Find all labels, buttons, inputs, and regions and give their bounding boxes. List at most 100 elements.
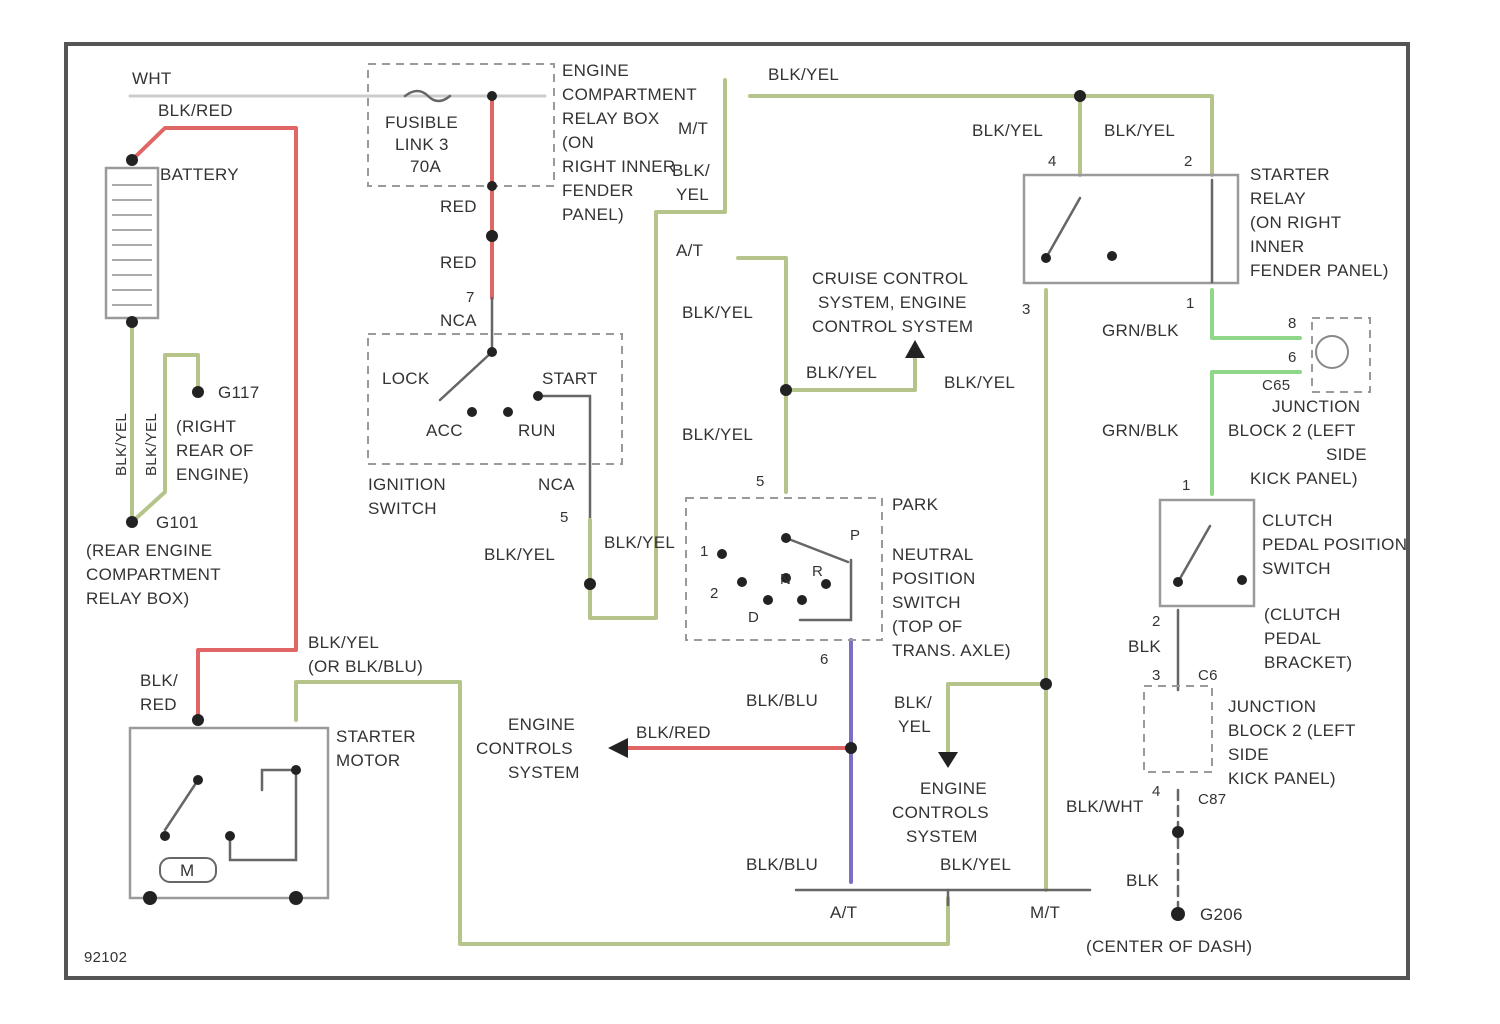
clutch-bracket-line2: PEDAL (1264, 629, 1321, 648)
red-label-2: RED (440, 253, 477, 272)
ecs-left-line3: SYSTEM (508, 763, 580, 782)
grn-blk-label-2: GRN/BLK (1102, 421, 1179, 440)
diagram-frame (66, 44, 1408, 978)
blk-yel-cruise-right-label: BLK/YEL (944, 373, 1015, 392)
fusible-link-line2: LINK 3 (395, 135, 449, 154)
relay-box-line5: RIGHT INNER (562, 157, 676, 176)
junction-lower-line2: BLOCK 2 (LEFT (1228, 721, 1356, 740)
junction-block-upper-outline (1312, 318, 1370, 392)
wht-label: WHT (132, 69, 172, 88)
ecs-right-line3: SYSTEM (906, 827, 978, 846)
starter-coil (230, 770, 296, 860)
pin-4: 4 (1048, 153, 1057, 170)
at-top-label: A/T (676, 241, 703, 260)
wire-blk-yel-g117 (132, 355, 198, 522)
nca-label-2: NCA (538, 475, 575, 494)
wire-grn-blk-1 (1212, 290, 1300, 338)
c65-label: C65 (1262, 377, 1290, 394)
starter-relay-box (1024, 175, 1238, 283)
starter-relay-line4: INNER (1250, 237, 1304, 256)
neutral-switch-line4: (TOP OF (892, 617, 962, 636)
start-label: START (542, 369, 598, 388)
blk-red-ecs-label: BLK/RED (636, 723, 711, 742)
wire-blk-yel-at (738, 258, 786, 492)
clutch-switch-box (1160, 500, 1254, 606)
red-label-1: RED (440, 197, 477, 216)
clutch-bracket-line3: BRACKET) (1264, 653, 1352, 672)
pin-5b: 5 (756, 473, 765, 490)
relay-box-line2: COMPARTMENT (562, 85, 697, 104)
relay-box-line1: ENGINE (562, 61, 629, 80)
pin-6b: 6 (1288, 349, 1297, 366)
neutral-switch-blade (786, 538, 848, 562)
starter-relay-line2: RELAY (1250, 189, 1306, 208)
pin-7: 7 (466, 289, 475, 306)
pin-1: 1 (1186, 295, 1195, 312)
gear-1: 1 (700, 543, 709, 560)
blk-yel-top-label: BLK/YEL (768, 65, 839, 84)
blk-blu-label-2: BLK/BLU (746, 855, 818, 874)
relay-box-line4: (ON (562, 133, 594, 152)
junction-upper-line3: SIDE (1326, 445, 1367, 464)
ignition-switch-line2: SWITCH (368, 499, 437, 518)
blk-label-1: BLK (1128, 637, 1161, 656)
relay-box-line7: PANEL) (562, 205, 624, 224)
gear-n: N (780, 571, 791, 588)
pin-2b: 2 (1152, 613, 1161, 630)
blk-yel-starter-line2: (OR BLK/BLU) (308, 657, 423, 676)
blk-yel-side-2: YEL (676, 185, 709, 204)
ecs-left-line2: CONTROLS (476, 739, 573, 758)
junction-lower-line3: SIDE (1228, 745, 1269, 764)
gear-d: D (748, 609, 759, 626)
fusible-link-line1: FUSIBLE (385, 113, 458, 132)
clutch-switch-line1: CLUTCH (1262, 511, 1333, 530)
blk-yel-ign2-line1: BLK/YEL (604, 533, 675, 552)
ecs-right-line2: CONTROLS (892, 803, 989, 822)
mt-top-label: M/T (678, 119, 708, 138)
pin-5: 5 (560, 509, 569, 526)
neutral-switch-line3: SWITCH (892, 593, 961, 612)
blk-red-top-label: BLK/RED (158, 101, 233, 120)
g101-location-1: (REAR ENGINE (86, 541, 212, 560)
blk-yel-bottom-label: BLK/YEL (940, 855, 1011, 874)
g101-location-3: RELAY BOX) (86, 589, 189, 608)
blk-yel-ign-label: BLK/YEL (484, 545, 555, 564)
c87-label: C87 (1198, 791, 1226, 808)
neutral-switch-line1: NEUTRAL (892, 545, 973, 564)
clutch-bracket-line1: (CLUTCH (1264, 605, 1341, 624)
starter-relay-line3: (ON RIGHT (1250, 213, 1341, 232)
g206-label: G206 (1200, 905, 1243, 924)
blk-yel-g117-a: BLK/YEL (113, 413, 130, 476)
clutch-switch-line3: SWITCH (1262, 559, 1331, 578)
junction-lower-line4: KICK PANEL) (1228, 769, 1336, 788)
neutral-switch-outline (686, 498, 882, 640)
junction-upper-line4: KICK PANEL) (1250, 469, 1358, 488)
g206-location: (CENTER OF DASH) (1086, 937, 1252, 956)
relay-box-line6: FENDER (562, 181, 634, 200)
figure-id: 92102 (84, 949, 127, 966)
fusible-link-line3: 70A (410, 157, 442, 176)
ignition-switch-line1: IGNITION (368, 475, 446, 494)
ecs-left-arrow (608, 738, 628, 758)
junction-block-lower-outline (1144, 686, 1212, 772)
pin-1b: 1 (1182, 477, 1191, 494)
park-label: PARK (892, 495, 939, 514)
junction-connector (1316, 336, 1348, 368)
blk-yel-at-label-2: BLK/YEL (682, 425, 753, 444)
pin-4b: 4 (1152, 783, 1161, 800)
ignition-switch-blade (440, 352, 492, 400)
gear-2: 2 (710, 585, 719, 602)
starter-motor-line1: STARTER (336, 727, 416, 746)
blk-yel-side-1: BLK/ (672, 161, 710, 180)
junction-upper-line1: JUNCTION (1272, 397, 1360, 416)
cruise-arrow (905, 340, 925, 358)
cruise-line2: SYSTEM, ENGINE (818, 293, 967, 312)
motor-symbol: M (180, 861, 194, 880)
ecs-right-line1: ENGINE (920, 779, 987, 798)
pin-3b: 3 (1152, 667, 1161, 684)
junction-upper-line2: BLOCK 2 (LEFT (1228, 421, 1356, 440)
g101-label: G101 (156, 513, 199, 532)
g117-location-1: (RIGHT (176, 417, 236, 436)
gear-p: P (850, 527, 860, 544)
starter-solenoid-blade (165, 780, 198, 830)
